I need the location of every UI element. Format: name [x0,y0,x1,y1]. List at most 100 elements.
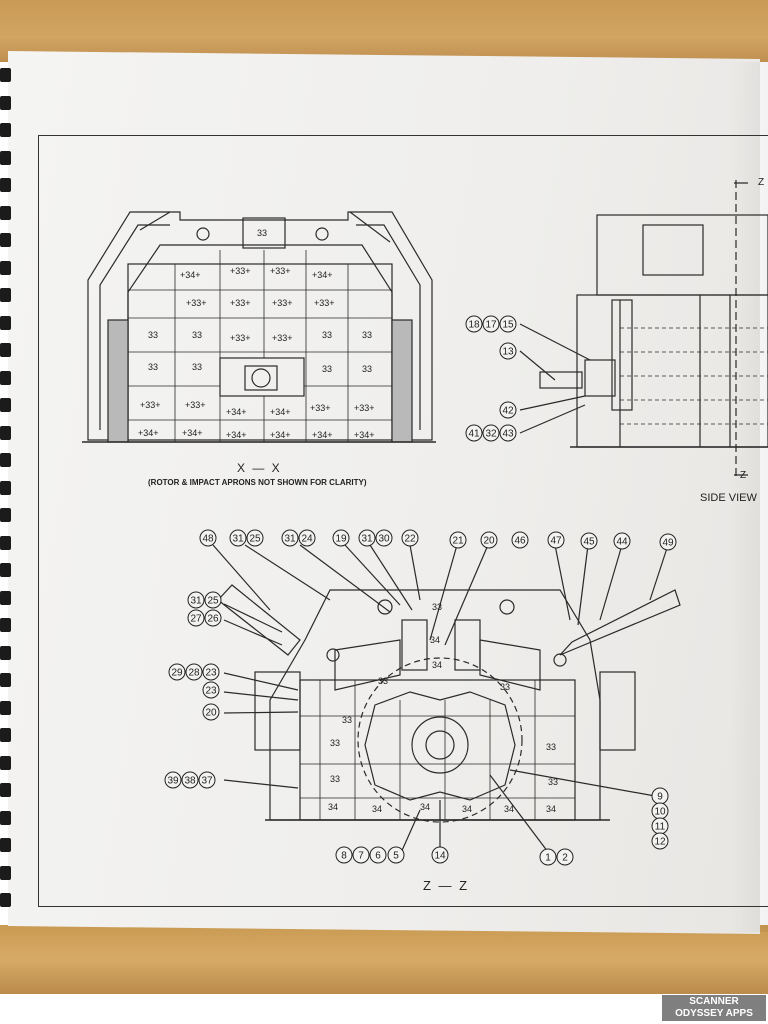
part-label: 33 [362,364,373,374]
binder-ring [0,618,11,632]
binder-ring [0,893,11,907]
part-label: +33+ [314,298,335,308]
callout-balloon: 43 [499,424,517,442]
binder-ring [0,260,11,275]
callout-balloon: 30 [375,529,393,547]
binder-ring [0,398,11,412]
callout-number: 22 [404,534,416,545]
callout-number: 10 [654,807,666,818]
callout-balloon: 49 [659,533,677,551]
part-label: +33+ [354,403,375,413]
part-label: +34+ [270,430,291,440]
callout-balloon: 15 [499,315,517,333]
callout-number: 9 [657,792,663,803]
callout-balloon: 18 [465,315,483,333]
part-label: 33 [548,777,559,787]
part-label: +34+ [138,428,159,438]
callout-balloon: 14 [431,846,449,864]
binder-ring [0,315,11,330]
binder-ring [0,480,11,495]
part-label: 33 [330,738,341,748]
binder-ring [0,590,11,605]
binder-ring [0,425,11,440]
binder-ring [0,233,11,247]
callout-balloon: 42 [499,401,517,419]
callout-number: 5 [393,851,399,862]
callout-number: 29 [171,668,183,679]
binder-ring [0,645,11,660]
part-label: 33 [257,228,268,238]
callout-balloon: 29 [168,663,186,681]
binder-ring [0,453,11,467]
callout-balloon: 10 [651,802,669,820]
callout-balloon: 37 [198,771,216,789]
watermark-line1: SCANNER [689,996,739,1007]
callout-number: 31 [190,596,202,607]
callout-number: 46 [514,536,526,547]
drawing-border [38,135,768,907]
callout-number: 23 [205,686,217,697]
callout-balloon: 23 [202,681,220,699]
callout-number: 2 [562,853,568,864]
part-label: 33 [500,682,511,692]
callout-balloon: 7 [352,846,370,864]
callout-number: 12 [654,837,666,848]
part-label: 34 [462,804,473,814]
callout-number: 44 [616,537,628,548]
part-label: 34 [328,802,339,812]
callout-number: 31 [361,534,373,545]
part-label: +34+ [226,430,247,440]
callout-balloon: 32 [482,424,500,442]
binder-ring [0,700,11,715]
binder-ring [0,865,11,880]
part-label: +33+ [186,298,207,308]
callout-balloon: 20 [202,703,220,721]
part-label: 34 [420,802,431,812]
callout-number: 24 [301,534,313,545]
callout-balloon: 12 [651,832,669,850]
binder-ring [0,95,11,110]
callout-balloon: 13 [499,342,517,360]
part-label: 33 [330,774,341,784]
callout-number: 25 [207,596,219,607]
callout-balloon: 28 [185,663,203,681]
callout-balloon: 23 [202,663,220,681]
callout-number: 28 [188,668,200,679]
part-label: +34+ [312,270,333,280]
desk-surface-bottom [0,925,768,995]
binder-rings [0,60,18,930]
part-label: 33 [378,676,389,686]
callout-number: 13 [502,347,514,358]
part-label: +34+ [270,407,291,417]
callout-number: 1 [545,853,551,864]
callout-balloon: 6 [369,846,387,864]
part-label: +33+ [230,333,251,343]
binder-ring [0,783,11,797]
section-zz-drawing [212,544,681,856]
binder-ring [0,755,11,770]
part-label: 34 [546,804,557,814]
cut-mark-top: Z [758,177,765,188]
callout-number: 31 [284,534,296,545]
binder-ring [0,178,11,192]
callout-balloon: 41 [465,424,483,442]
callout-number: 39 [167,776,179,787]
binder-ring [0,838,11,852]
callout-number: 32 [485,429,497,440]
callout-balloon: 17 [482,315,500,333]
callout-number: 42 [502,406,514,417]
part-label: +33+ [230,298,251,308]
part-label: +33+ [310,403,331,413]
callout-balloon: 31 [229,529,247,547]
part-label: 33 [546,742,557,752]
callout-number: 20 [483,536,495,547]
callout-balloon: 11 [651,817,669,835]
part-label: 34 [432,660,443,670]
part-label: +33+ [185,400,206,410]
scan-margin [0,994,768,1024]
binder-ring [0,508,11,522]
callout-number: 23 [205,668,217,679]
callout-balloon: 9 [651,787,669,805]
callout-balloon: 5 [387,846,405,864]
